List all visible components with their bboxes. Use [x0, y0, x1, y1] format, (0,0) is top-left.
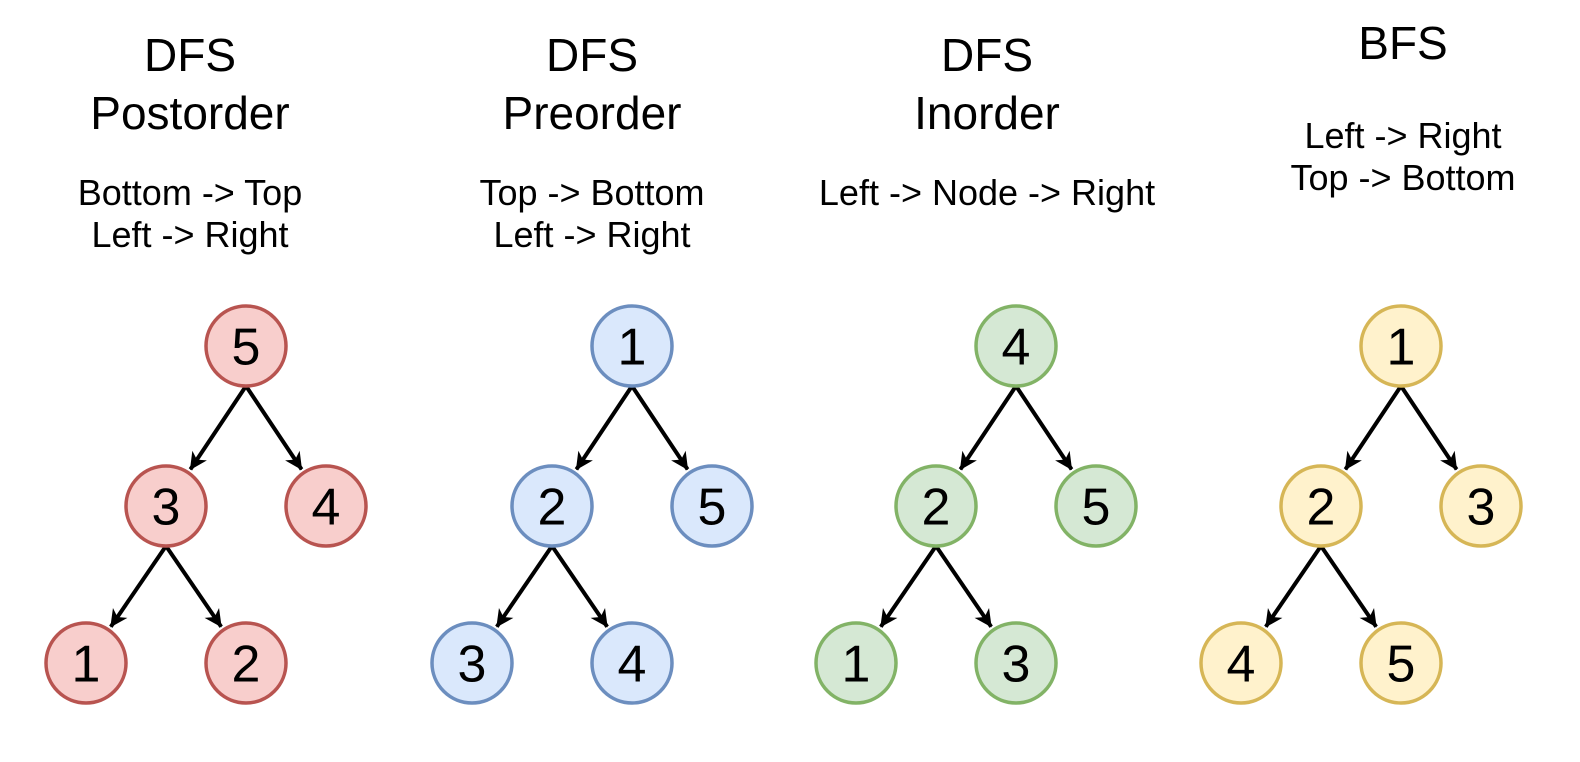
tree-node-circle	[1279, 464, 1363, 548]
tree-node-circle	[44, 621, 128, 705]
tree-svg: 1 2 3 4 5	[1199, 304, 1523, 705]
column-bfs: BFS Left -> Right Top -> Bottom 1 2 3 4 5	[1199, 0, 1580, 762]
tree-node-value: 2	[922, 479, 951, 537]
tree-node-circle	[974, 621, 1058, 705]
tree-node-circle	[1199, 621, 1283, 705]
tree-node-circle	[1359, 621, 1443, 705]
column-dfs-preorder: DFS Preorder Top -> Bottom Left -> Right…	[402, 0, 782, 762]
tree-edge-arrow	[958, 384, 1018, 471]
tree-node-circle	[1359, 304, 1443, 388]
tree-edge-arrow	[109, 544, 168, 628]
tree-node-value: 1	[72, 636, 101, 694]
tree-node-value: 3	[1467, 479, 1496, 537]
tree-edge-arrow	[550, 544, 609, 628]
column-subtitle: Bottom -> Top Left -> Right	[77, 172, 303, 255]
tree-node-value: 1	[1387, 319, 1416, 377]
column-title: DFS Inorder	[914, 29, 1060, 139]
tree-node-circle	[894, 464, 978, 548]
tree-edge-arrow	[879, 544, 938, 628]
column-title: BFS	[1358, 17, 1448, 69]
tree-dfs-postorder: 5 3 4 1 2	[26, 298, 466, 712]
column-subtitle: Left -> Node -> Right	[818, 172, 1156, 213]
tree-node-value: 2	[538, 479, 567, 537]
tree-edge-arrow	[1264, 544, 1323, 628]
tree-node-circle	[590, 304, 674, 388]
tree-node-circle	[814, 621, 898, 705]
tree-node-value: 4	[1227, 636, 1256, 694]
tree-edge-arrow	[1319, 544, 1378, 628]
tree-node-circle	[974, 304, 1058, 388]
tree-node-value: 5	[698, 479, 727, 537]
tree-node-circle	[284, 464, 368, 548]
tree-node-circle	[124, 464, 208, 548]
tree-node-value: 5	[1082, 479, 1111, 537]
tree-node-value: 3	[1002, 636, 1031, 694]
tree-dfs-inorder: 4 2 5 1 3	[796, 298, 1236, 712]
tree-node-circle	[1054, 464, 1138, 548]
tree-node-value: 4	[618, 636, 647, 694]
column-dfs-postorder: DFS Postorder Bottom -> Top Left -> Righ…	[0, 0, 380, 762]
tree-svg: 5 3 4 1 2	[44, 304, 368, 705]
tree-node-value: 5	[232, 319, 261, 377]
tree-edge-arrow	[188, 384, 248, 471]
tree-node-value: 1	[618, 319, 647, 377]
tree-edge-arrow	[1014, 384, 1074, 471]
tree-node-circle	[204, 621, 288, 705]
tree-edge-arrow	[495, 544, 554, 628]
tree-edge-arrow	[244, 384, 304, 471]
tree-edge-arrow	[574, 384, 634, 471]
column-subtitle: Top -> Bottom Left -> Right	[479, 172, 705, 255]
tree-node-value: 2	[232, 636, 261, 694]
tree-node-value: 4	[1002, 319, 1031, 377]
tree-edge-arrow	[934, 544, 993, 628]
tree-node-value: 1	[842, 636, 871, 694]
tree-node-circle	[430, 621, 514, 705]
column-title: DFS Preorder	[502, 29, 682, 139]
column-subtitle: Left -> Right Top -> Bottom	[1290, 115, 1516, 198]
tree-node-circle	[670, 464, 754, 548]
column-dfs-inorder: DFS Inorder Left -> Node -> Right 4 2 5 1 3	[797, 0, 1177, 762]
tree-node-value: 3	[152, 479, 181, 537]
tree-dfs-preorder: 1 2 5 3 4	[412, 298, 852, 712]
tree-edge-arrow	[630, 384, 690, 471]
tree-node-value: 2	[1307, 479, 1336, 537]
tree-node-circle	[1439, 464, 1523, 548]
tree-edge-arrow	[1399, 384, 1459, 471]
tree-node-circle	[590, 621, 674, 705]
tree-svg: 4 2 5 1 3	[814, 304, 1138, 705]
tree-node-circle	[510, 464, 594, 548]
tree-edge-arrow	[1343, 384, 1403, 471]
tree-svg: 1 2 5 3 4	[430, 304, 754, 705]
tree-node-value: 3	[458, 636, 487, 694]
tree-bfs: 1 2 3 4 5	[1181, 298, 1580, 712]
tree-node-value: 5	[1387, 636, 1416, 694]
tree-edge-arrow	[164, 544, 223, 628]
tree-node-value: 4	[312, 479, 341, 537]
column-title: DFS Postorder	[90, 29, 290, 139]
tree-node-circle	[204, 304, 288, 388]
